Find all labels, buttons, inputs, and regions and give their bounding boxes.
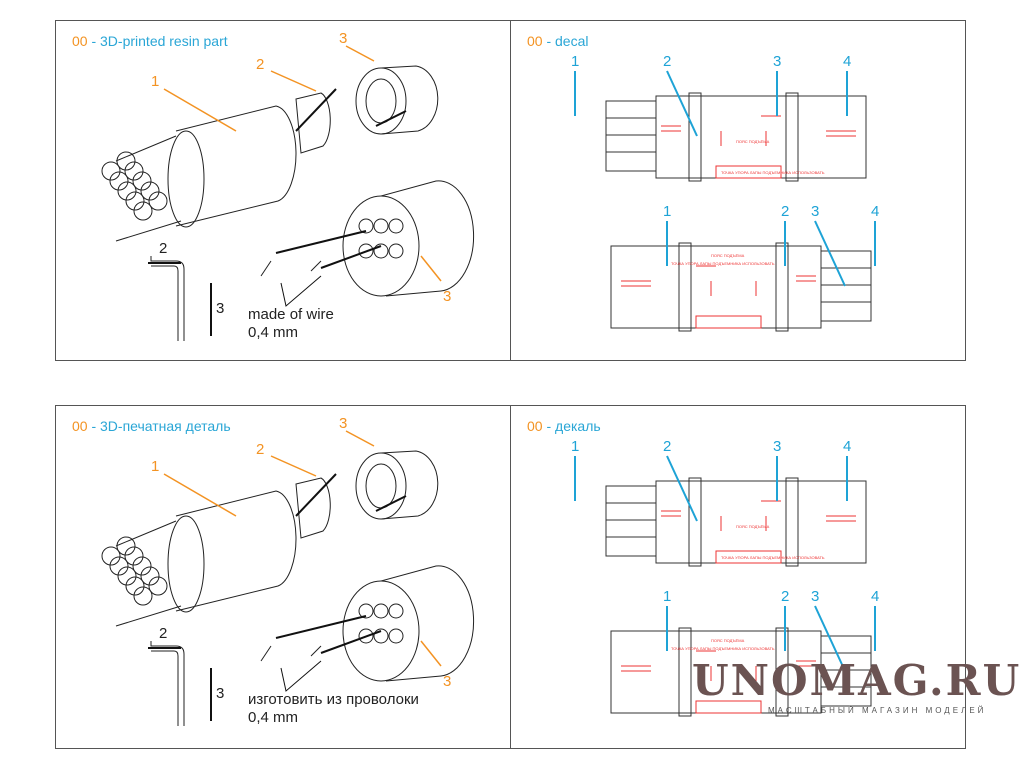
step-number: 00	[527, 33, 543, 49]
decal-text-support-point: ТОЧКА УПОРА ЛАПЫ ПОДЪЕМНИКА ИСПОЛЬЗОВАТЬ	[671, 646, 775, 651]
dim-2: 2	[159, 625, 167, 642]
callout-1: 1	[151, 458, 159, 475]
step-number: 00	[72, 418, 88, 434]
step-title-text: - 3D-печатная деталь	[87, 418, 231, 434]
decal-callout: 2	[781, 203, 789, 220]
callout-1: 1	[151, 73, 159, 90]
watermark-tagline: МАСШТАБНЫЙ МАГАЗИН МОДЕЛЕЙ	[768, 706, 987, 715]
decal-callout: 4	[843, 438, 851, 455]
decal-text-support-point: ТОЧКА УПОРА ЛАПЫ ПОДЪЕМНИКА ИСПОЛЬЗОВАТЬ	[671, 261, 775, 266]
callout-3: 3	[339, 415, 347, 432]
callout-3: 3	[339, 30, 347, 47]
assembly-diagram: 1 2 3 3 2 3 изготовить из проволоки 0,4 …	[101, 415, 475, 726]
decal-callout: 1	[663, 588, 671, 605]
step-number: 00	[72, 33, 88, 49]
decal-callout: 3	[811, 588, 819, 605]
wire-note: изготовить из проволоки	[248, 691, 419, 708]
assembly-diagram: 1 2 3 3 2 3 made of wire 0,4 mm	[101, 30, 475, 341]
step-title: 00 - 3D-printed resin part	[72, 33, 228, 49]
decal-callout: 4	[843, 53, 851, 70]
decal-callout: 2	[663, 53, 671, 70]
part-2	[295, 92, 331, 154]
dim-3: 3	[216, 300, 224, 317]
step-title-text: - декаль	[542, 418, 601, 434]
step-title-text: - 3D-printed resin part	[87, 33, 228, 49]
decal-text-lift-belt: ПОЯС ПОДЪЁМА	[711, 253, 745, 258]
callout-3b: 3	[443, 288, 451, 305]
decal-callout: 3	[773, 53, 781, 70]
decal-text-lift-belt: ПОЯС ПОДЪЁМА	[736, 139, 770, 144]
step-title: 00 - 3D-печатная деталь	[72, 418, 231, 434]
wire-size: 0,4 mm	[248, 324, 298, 341]
decal-text-lift-belt: ПОЯС ПОДЪЁМА	[736, 524, 770, 529]
decal-callout: 4	[871, 588, 879, 605]
callout-2: 2	[256, 441, 264, 458]
callout-2: 2	[256, 56, 264, 73]
launcher-body	[175, 105, 297, 227]
wire-size: 0,4 mm	[248, 709, 298, 726]
decal-callout: 3	[773, 438, 781, 455]
step-title: 00 - декаль	[527, 418, 601, 434]
step-title: 00 - decal	[527, 33, 589, 49]
decal-callout: 3	[811, 203, 819, 220]
decal-callout: 2	[781, 588, 789, 605]
decal-callout: 4	[871, 203, 879, 220]
decal-callout: 2	[663, 438, 671, 455]
decal-text-support-point: ТОЧКА УПОРА ЛАПЫ ПОДЪЕМНИКА ИСПОЛЬЗОВАТЬ	[721, 555, 825, 560]
step-number: 00	[527, 418, 543, 434]
decal-text-lift-belt: ПОЯС ПОДЪЁМА	[711, 638, 745, 643]
part-2	[295, 477, 331, 539]
decal-text-support-point: ТОЧКА УПОРА ЛАПЫ ПОДЪЕМНИКА ИСПОЛЬЗОВАТЬ	[721, 170, 825, 175]
dim-2: 2	[159, 240, 167, 257]
decal-callout: 1	[571, 53, 579, 70]
instruction-panel: 1 2 3 3 2 3 изготовить из проволоки 0,4 …	[55, 405, 511, 749]
decal-callout: 1	[571, 438, 579, 455]
watermark-logo: UNOMAG.RU	[692, 656, 1020, 705]
step-title-text: - decal	[542, 33, 589, 49]
launcher-body	[175, 490, 297, 612]
callout-3b: 3	[443, 673, 451, 690]
wire-note: made of wire	[248, 306, 334, 323]
instruction-panel: 1 2 3 3 2 3 made of wire 0,4 mm 00 - 3D-…	[55, 20, 511, 361]
dim-3: 3	[216, 685, 224, 702]
decal-callout: 1	[663, 203, 671, 220]
